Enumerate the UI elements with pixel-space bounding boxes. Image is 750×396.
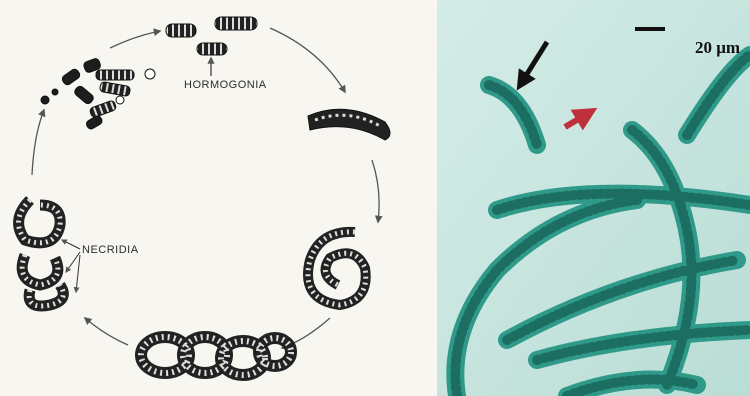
scale-bar (635, 27, 665, 31)
curved-filament-upper-right (308, 109, 390, 140)
life-cycle-drawing (0, 0, 440, 396)
hormogonia-label: HORMOGONIA (184, 79, 267, 91)
hormogonia-filaments (166, 17, 257, 76)
micrograph: 20 μm (437, 0, 750, 396)
coiled-filament-right (308, 232, 366, 305)
cycle-arrow-bottom-left (85, 318, 128, 345)
cycle-arrow-left (32, 110, 44, 175)
cycle-arrow-top-left (110, 31, 160, 48)
life-cycle-diagram: HORMOGONIA NECRIDIA (0, 0, 440, 396)
fragmented-filaments (41, 58, 155, 131)
cycle-arrow-top-right (270, 28, 345, 92)
necridia-label: NECRIDIA (82, 244, 139, 256)
coiled-mass-bottom (141, 337, 291, 375)
cycle-arrow-right (372, 160, 379, 222)
necridia-coils-left (19, 200, 64, 306)
micrograph-image (437, 0, 750, 396)
scale-bar-label: 20 μm (695, 38, 740, 58)
